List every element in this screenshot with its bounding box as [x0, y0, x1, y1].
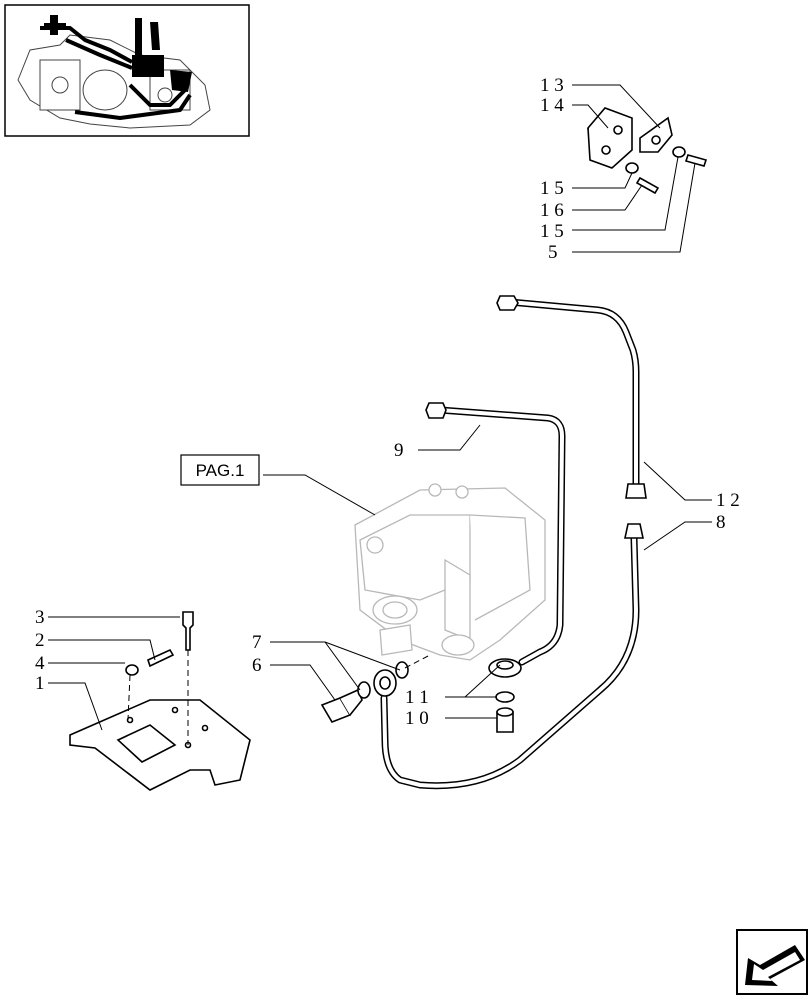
callout-5: 5	[548, 242, 558, 263]
callout-6: 6	[252, 655, 262, 676]
tractor-overview-thumbnail[interactable]	[4, 4, 250, 137]
callout-14: 1 4	[540, 95, 564, 116]
callout-10: 1 0	[405, 708, 429, 729]
callout-16: 1 6	[540, 200, 564, 221]
callout-15: 1 5	[540, 221, 564, 242]
page-reference-label: PAG.1	[196, 461, 245, 480]
pipe-part-8	[380, 523, 644, 790]
callout-13: 1 3	[540, 75, 564, 96]
pipe-part-12	[496, 295, 647, 499]
callout-1: 1	[35, 673, 45, 694]
callout-3: 3	[35, 607, 45, 628]
callout-12: 1 2	[716, 490, 740, 511]
callout-11: 1 1	[405, 687, 429, 708]
bracket-assembly	[587, 107, 708, 195]
callout-15: 1 5	[540, 178, 564, 199]
callout-8: 8	[716, 512, 726, 533]
page-reference-box[interactable]: PAG.1	[180, 454, 260, 486]
pipe-part-9	[425, 402, 566, 666]
next-page-arrow-icon[interactable]	[736, 929, 808, 995]
callout-4: 4	[35, 653, 45, 674]
callout-labels: 1 3 1 4 1 5 1 6 1 5 5 9 1 2 8 3 2 4 1 7 …	[35, 75, 740, 729]
leader-lines	[48, 84, 712, 731]
valve-block-reference	[354, 483, 546, 661]
callout-2: 2	[35, 630, 45, 651]
base-plate-assembly	[69, 611, 251, 791]
callout-9: 9	[394, 440, 404, 461]
fittings-group	[320, 654, 522, 733]
callout-7: 7	[252, 632, 262, 653]
